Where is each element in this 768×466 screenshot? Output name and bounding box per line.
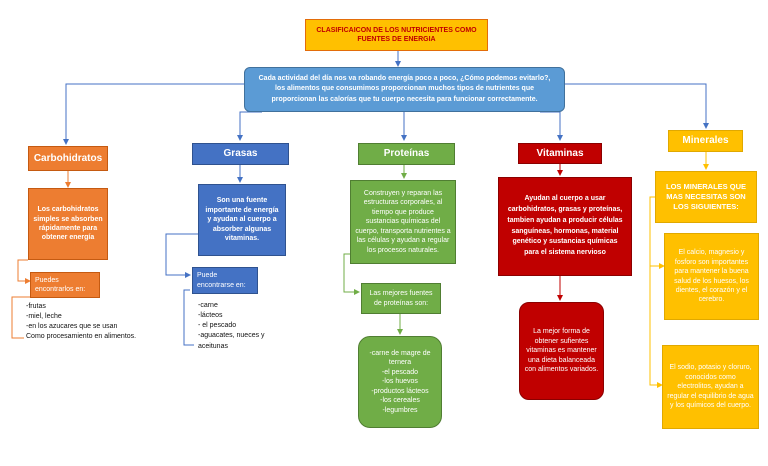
list-item: -miel, leche (26, 313, 62, 321)
list-item: -aguacates, nueces y aceitunas (198, 332, 265, 350)
intro-box: Cada actividad del día nos va robando en… (244, 67, 565, 112)
proteinas-items-box: -carne de magre de ternera -el pescado -… (358, 336, 442, 428)
carbohidratos-description: Los carbohidratos simples se absorben rá… (28, 188, 108, 260)
proteinas-description: Construyen y reparan las estructuras cor… (350, 180, 456, 264)
grasas-items-list: -carne -lácteos - el pescado -aguacates,… (198, 301, 288, 352)
vitaminas-tip-text: La mejor forma de obtener sufientes vita… (524, 328, 599, 374)
list-item: Como procesamiento en alimentos. (26, 333, 137, 341)
minerales-header-label: Minerales (682, 135, 729, 147)
list-item: -los huevos (382, 378, 418, 386)
minerales-item-2-text: El sodio, potasio y cloruro, conocidos c… (667, 364, 754, 410)
minerales-item-2: El sodio, potasio y cloruro, conocidos c… (662, 345, 759, 429)
minerales-item-1: El calcio, magnesio y fosforo son import… (664, 233, 759, 320)
list-item: -carne (198, 302, 218, 309)
vitaminas-description: Ayudan al cuerpo a usar carbohidratos, g… (498, 177, 632, 276)
list-item: -productos lácteos (371, 387, 429, 395)
carbohidratos-found-label: Puedes encontrarlos en: (30, 272, 100, 298)
carbohidratos-header: Carbohidratos (28, 146, 108, 171)
carbohidratos-items-list: -frutas -miel, leche -en los azucares qu… (26, 302, 176, 343)
list-item: -el pescado (381, 368, 419, 376)
grasas-description: Son una fuente importante de energía y a… (198, 184, 286, 256)
grasas-header: Grasas (192, 143, 289, 165)
title-box: CLASIFICAICON DE LOS NUTRICIENTES COMO F… (305, 19, 488, 51)
list-item: -los cereales (380, 397, 420, 405)
vitaminas-header: Vitaminas (518, 143, 602, 164)
list-item: -lácteos (198, 312, 223, 320)
intro-text: Cada actividad del día nos va robando en… (258, 74, 551, 103)
title-text: CLASIFICAICON DE LOS NUTRICIENTES COMO F… (316, 26, 477, 43)
proteinas-description-text: Construyen y reparan las estructuras cor… (355, 189, 451, 254)
list-item: -legumbres (382, 406, 418, 414)
carbohidratos-found-label-text: Puedes encontrarlos en: (35, 276, 86, 293)
minerales-description-text: LOS MINERALES QUE MAS NECESITAS SON LOS … (665, 181, 746, 212)
grasas-header-label: Grasas (223, 148, 258, 160)
grasas-found-label: Puede encontrarse en: (192, 267, 258, 294)
proteinas-header-label: Proteínas (383, 148, 430, 160)
vitaminas-tip: La mejor forma de obtener sufientes vita… (519, 302, 604, 400)
list-item: -frutas (26, 303, 46, 310)
carbohidratos-header-label: Carbohidratos (33, 152, 103, 164)
list-item: -carne de magre de ternera (369, 349, 431, 367)
minerales-item-1-text: El calcio, magnesio y fosforo son import… (674, 249, 749, 304)
grasas-description-text: Son una fuente importante de energía y a… (205, 197, 279, 243)
minerales-description: LOS MINERALES QUE MAS NECESITAS SON LOS … (655, 171, 757, 223)
proteinas-header: Proteínas (358, 143, 455, 165)
vitaminas-description-text: Ayudan al cuerpo a usar carbohidratos, g… (507, 194, 623, 257)
grasas-found-label-text: Puede encontrarse en: (197, 272, 246, 289)
list-item: - el pescado (198, 322, 237, 330)
minerales-header: Minerales (668, 130, 743, 152)
proteinas-sources-label: Las mejores fuentes de proteínas son: (361, 283, 441, 314)
vitaminas-header-label: Vitaminas (536, 147, 584, 159)
proteinas-sources-label-text: Las mejores fuentes de proteínas son: (369, 290, 433, 307)
carbohidratos-description-text: Los carbohidratos simples se absorben rá… (33, 206, 103, 242)
list-item: -en los azucares que se usan (26, 323, 118, 331)
